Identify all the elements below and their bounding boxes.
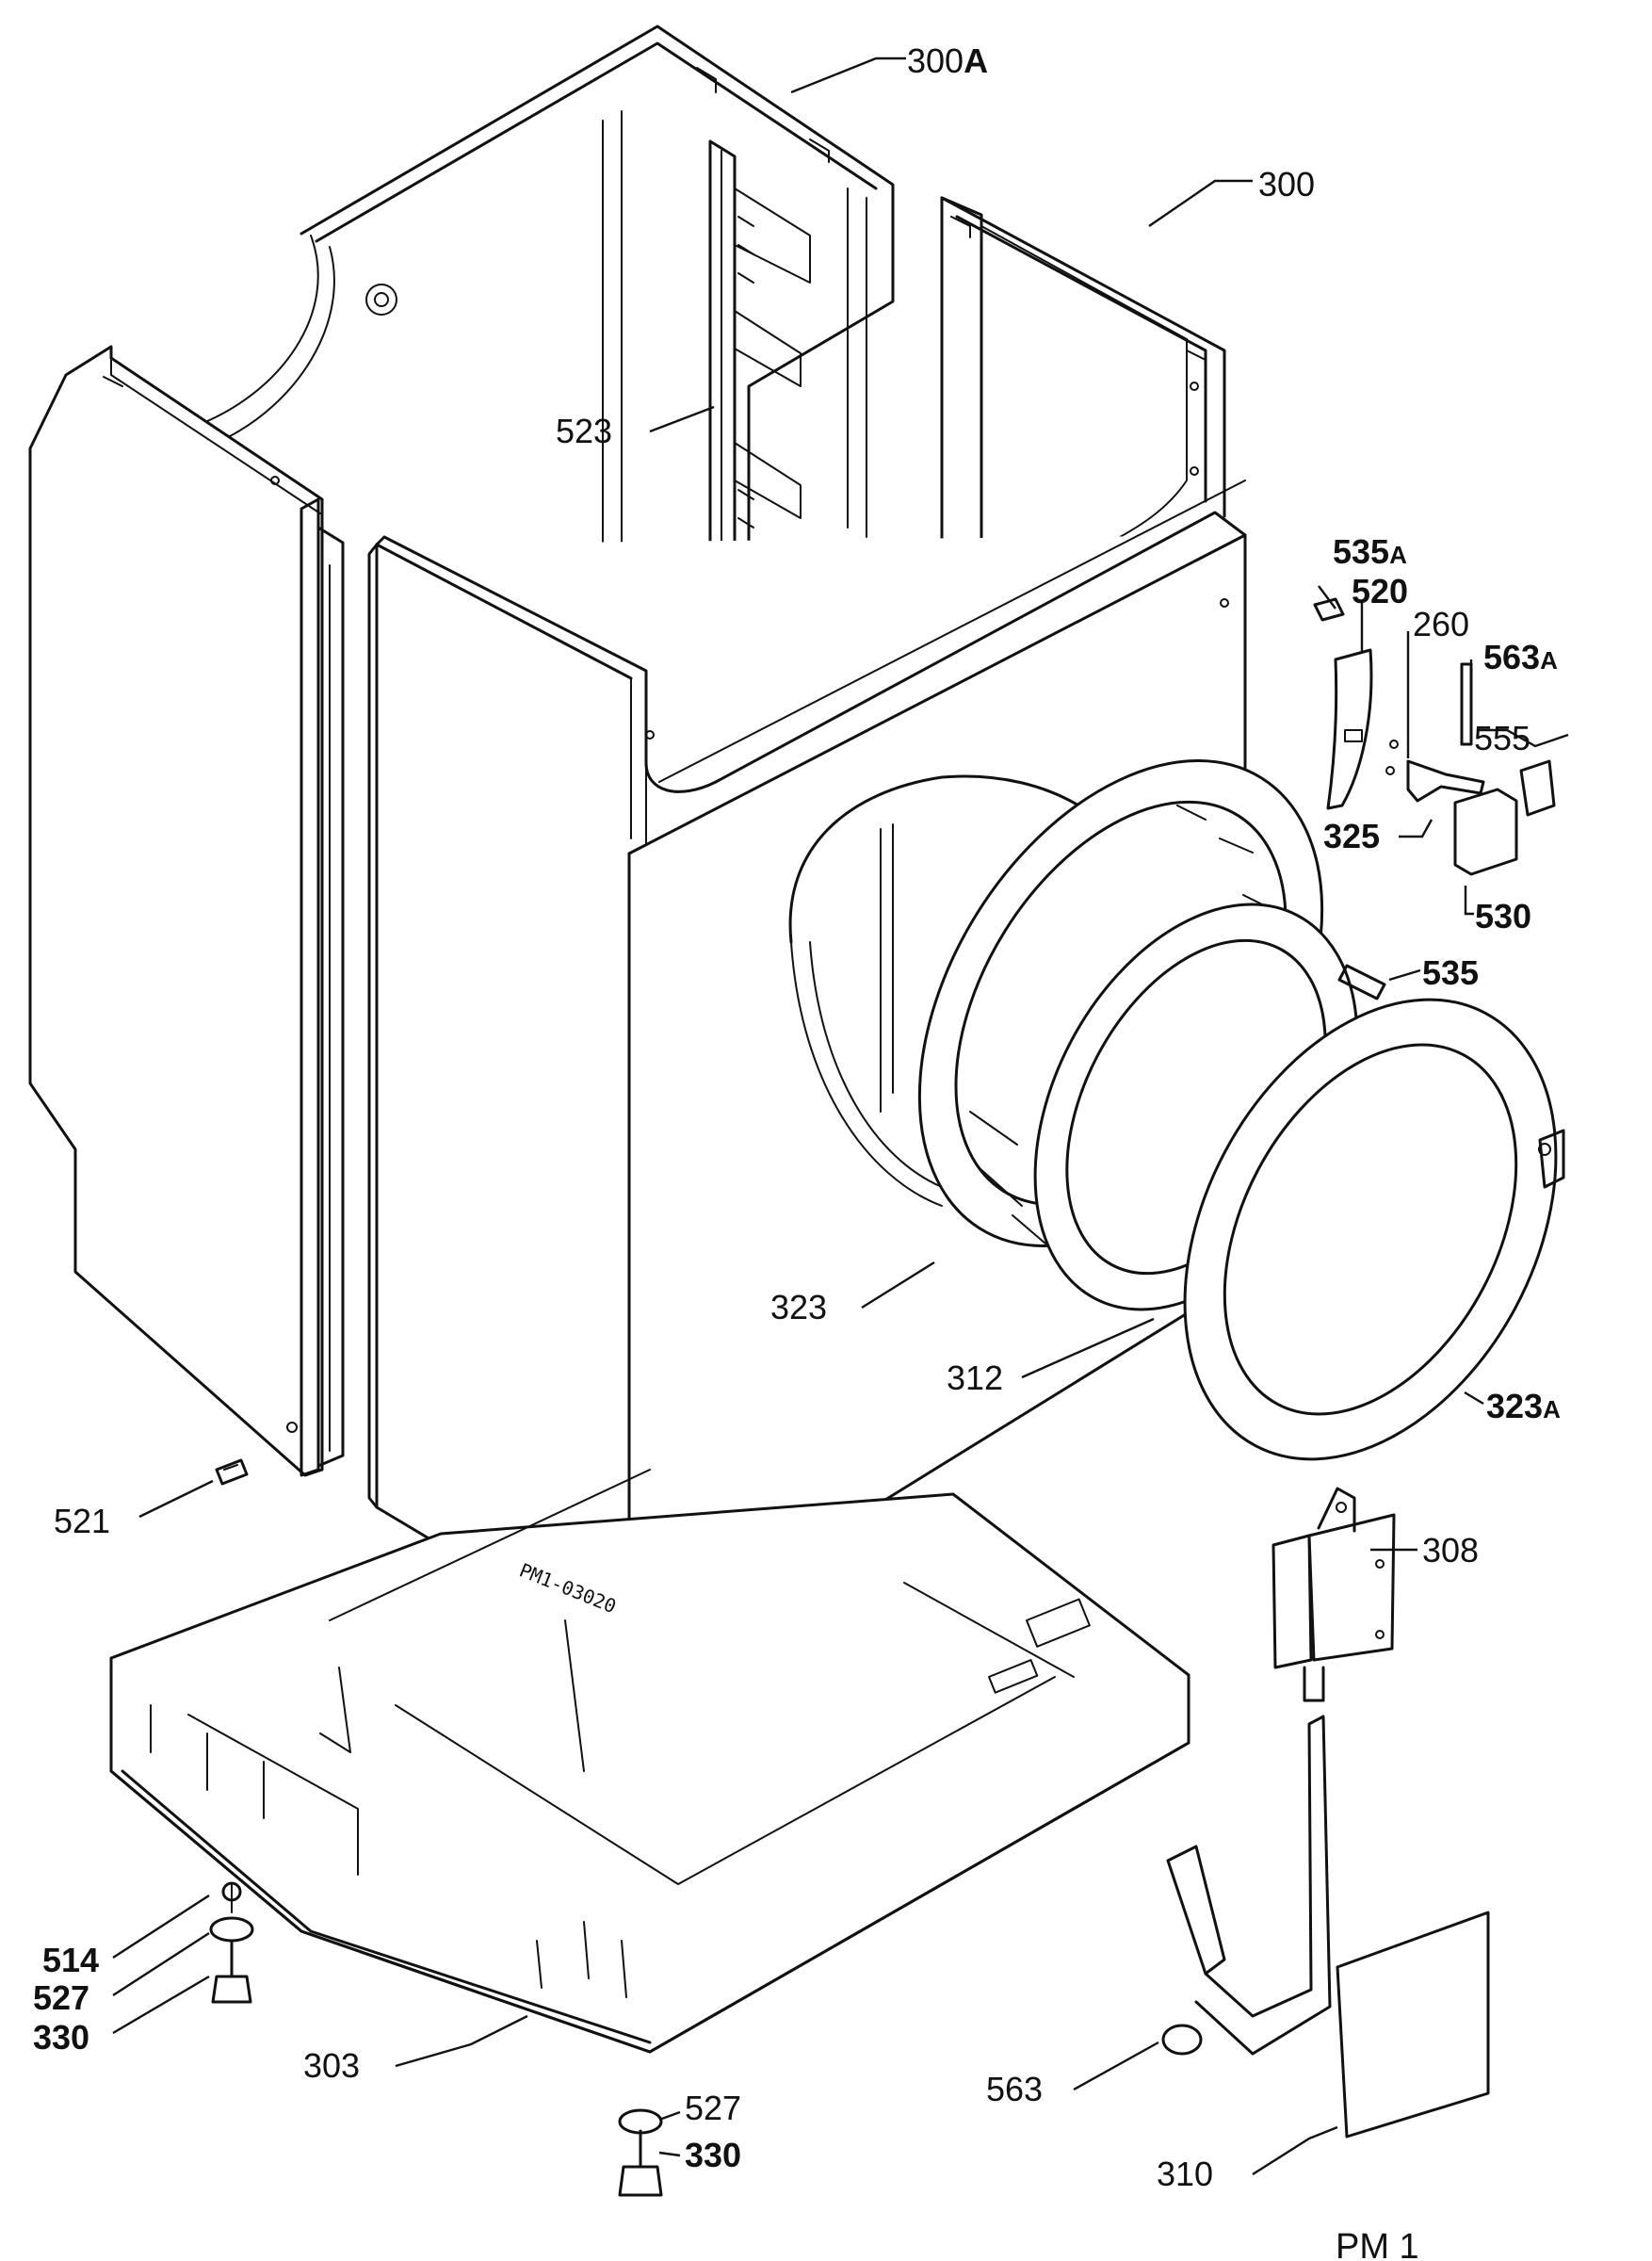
label-563: 563	[986, 2070, 1043, 2108]
label-527-bottom: 527	[685, 2089, 741, 2127]
label-535: 535	[1422, 953, 1479, 992]
label-555: 555	[1474, 719, 1531, 757]
left-side-panel	[28, 345, 345, 1477]
label-535a: 535A	[1333, 532, 1407, 571]
label-300a: 300A	[907, 41, 988, 80]
label-523: 523	[556, 412, 612, 450]
foot-assembly-left	[209, 1881, 254, 2004]
door-323a	[1183, 998, 1565, 1461]
label-300: 300	[1258, 165, 1315, 203]
label-303: 303	[303, 2046, 360, 2085]
sheet-id: PM 1	[1336, 2227, 1419, 2261]
base-frame-303	[109, 1469, 1190, 2054]
label-330-bottom: 330	[685, 2136, 741, 2174]
label-308: 308	[1422, 1531, 1479, 1570]
cover-plate-310	[1336, 1911, 1490, 2139]
pin-535	[1337, 964, 1386, 1000]
top-frame-300	[940, 196, 1226, 558]
hinge-308	[1271, 1487, 1396, 1702]
label-312: 312	[947, 1358, 1003, 1397]
leader-lines	[112, 57, 1569, 2176]
label-260: 260	[1413, 605, 1469, 643]
door-lock-assembly	[1313, 597, 1556, 876]
label-521: 521	[54, 1502, 110, 1540]
label-514: 514	[42, 1941, 99, 1979]
label-520: 520	[1352, 572, 1408, 610]
label-330-left: 330	[33, 2018, 89, 2057]
bracket-563	[1161, 1715, 1332, 2056]
label-310: 310	[1157, 2155, 1213, 2193]
label-323: 323	[770, 1288, 827, 1326]
foot-assembly-bottom	[618, 2108, 663, 2197]
label-530: 530	[1475, 897, 1531, 935]
label-323a: 323A	[1486, 1387, 1561, 1425]
label-563a: 563A	[1483, 638, 1558, 676]
screw-521	[215, 1458, 249, 1486]
label-325: 325	[1323, 817, 1380, 855]
label-527-left: 527	[33, 1978, 89, 2017]
